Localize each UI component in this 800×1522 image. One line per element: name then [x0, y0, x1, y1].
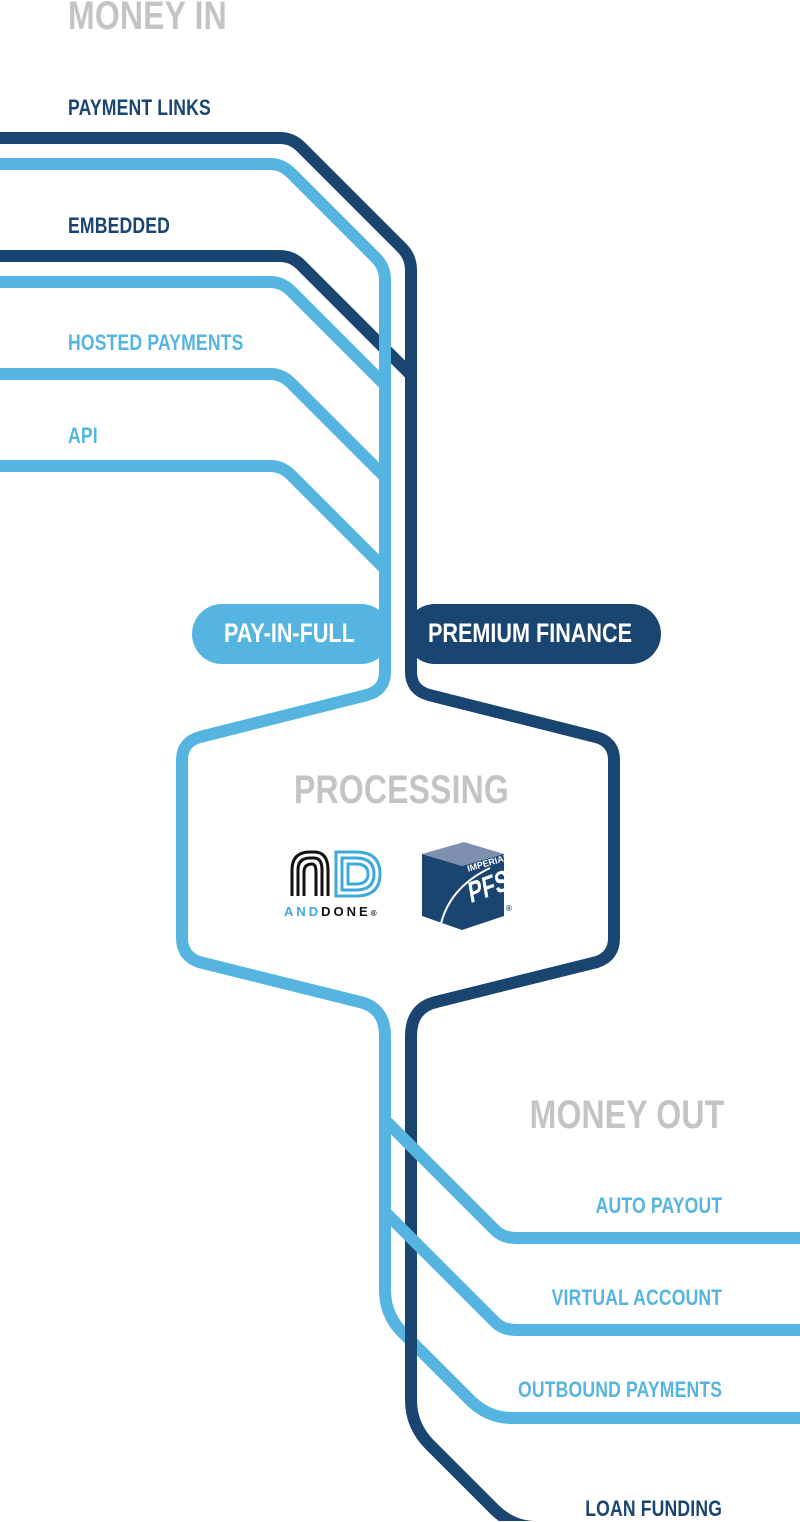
anddone-mark-icon [290, 850, 382, 898]
virtual-account-label: VIRTUAL ACCOUNT [551, 1285, 722, 1310]
loan-funding-label: LOAN FUNDING [585, 1496, 722, 1521]
line-auto-payout [380, 1115, 800, 1244]
pay-in-full-pill [192, 604, 391, 664]
outbound-payments-label: OUTBOUND PAYMENTS [517, 1377, 722, 1402]
premium-finance-pill [405, 604, 661, 664]
line-embedded-dark [0, 250, 416, 380]
anddone-and-text: AND [284, 904, 322, 919]
anddone-logo: ANDDONE® [284, 848, 404, 928]
line-embedded-light [0, 276, 390, 390]
anddone-done-text: DONE [321, 904, 371, 919]
pay-in-full-label: PAY-IN-FULL [224, 618, 355, 648]
hosted-payments-label: HOSTED PAYMENTS [68, 330, 244, 355]
auto-payout-label: AUTO PAYOUT [595, 1193, 722, 1218]
money-in-heading: MONEY IN [68, 0, 227, 38]
processing-dark-loop [405, 640, 800, 1521]
premium-finance-label: PREMIUM FINANCE [428, 618, 632, 648]
line-api-light [0, 460, 390, 574]
line-hosted-light [0, 368, 390, 482]
imperial-pfs-logo: IMPERIAL PFS ® [420, 838, 520, 934]
processing-heading: PROCESSING [294, 768, 509, 812]
money-out-heading: MONEY OUT [529, 1093, 724, 1137]
line-virtual-account [380, 1207, 800, 1336]
payment-links-label: PAYMENT LINKS [68, 95, 211, 120]
processing-light-loop [176, 640, 800, 1424]
line-payment-links-light [0, 158, 391, 640]
imperial-cube-icon [422, 842, 504, 930]
api-label: API [68, 423, 98, 448]
embedded-label: EMBEDDED [68, 213, 170, 238]
line-payment-links-dark [0, 132, 417, 640]
anddone-reg-mark: ® [370, 909, 377, 918]
imperial-reg-mark: ® [506, 904, 512, 913]
